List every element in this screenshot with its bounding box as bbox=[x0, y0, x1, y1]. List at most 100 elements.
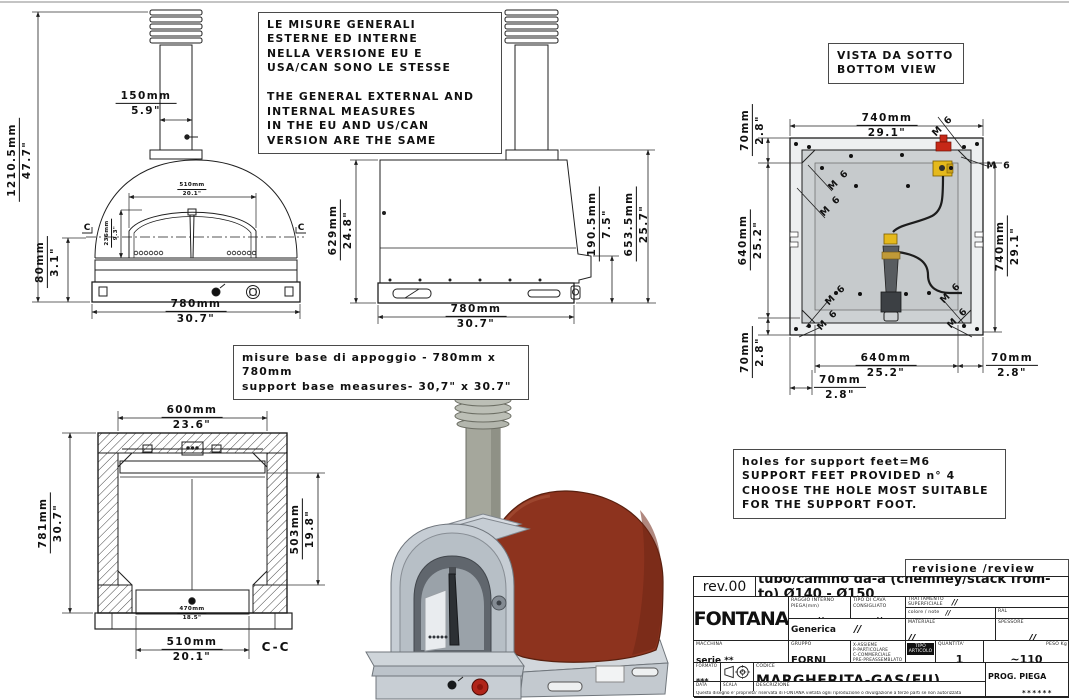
macchina-cell: MACCHINA serie ** bbox=[694, 641, 789, 663]
descrizione-cell: DESCRIZIONE MODELLO 6050-1 bbox=[754, 682, 986, 698]
dim-front-door-width: 510mm 20.1" bbox=[177, 182, 207, 198]
revision-cell: rev.00 bbox=[694, 577, 756, 597]
cava-value: // bbox=[874, 616, 881, 618]
data-label: DATA bbox=[696, 682, 708, 687]
dim-value-inch: 25.2" bbox=[866, 367, 906, 379]
dim-value-inch: 29.1" bbox=[1009, 226, 1021, 266]
data-value: *** bbox=[696, 696, 709, 697]
assieme-cell: X-ASSIEME P-PARTICOLARE C-COMMERCIALE PR… bbox=[851, 641, 906, 663]
generica-cell: Generica // bbox=[789, 619, 906, 641]
quantita-label: QUANTITA' bbox=[938, 642, 965, 647]
dim-value-inch: 23.6" bbox=[172, 419, 212, 431]
support-base-note: misure base di appoggio - 780mm x 780mm … bbox=[233, 345, 529, 401]
section-marker-left: C bbox=[83, 223, 91, 233]
descrizione-value: MODELLO 6050-1 bbox=[756, 696, 853, 698]
dim-section-left-height: 781mm 30.7" bbox=[36, 492, 65, 554]
dim-value-mm: 70mm bbox=[738, 325, 753, 379]
dim-value-inch: 18.5" bbox=[182, 615, 202, 621]
dim-side-depth: 780mm 30.7" bbox=[445, 303, 507, 331]
projection-cell bbox=[721, 663, 754, 682]
section-marker-right: C bbox=[297, 223, 305, 233]
cava-cell: TIPO DI CAVA CONSIGLIATO // bbox=[851, 597, 906, 619]
peso-label: PESO Kg bbox=[1046, 642, 1067, 647]
gruppo-cell: GRUPPO FORNI bbox=[789, 641, 851, 663]
dim-value-mm: 629mm bbox=[326, 199, 341, 261]
bottom-view-title: VISTA DA SOTTO BOTTOM VIEW bbox=[828, 43, 964, 84]
materiale-cell: MATERIALE // bbox=[906, 619, 996, 641]
dim-bottom-left-height: 640mm 25.2" bbox=[736, 209, 765, 271]
title-block: rev.00 tubo/camino da-a (chemney/stack f… bbox=[693, 576, 1069, 698]
dim-value-mm: 780mm bbox=[165, 298, 227, 312]
dim-bottom-br-margin: 70mm 2.8" bbox=[985, 352, 1039, 380]
dim-front-door-height: 236mm 9.3" bbox=[104, 218, 120, 248]
bottom-view-drawing bbox=[758, 116, 1002, 395]
dim-bottom-top-width: 740mm 29.1" bbox=[856, 112, 918, 140]
colore-label: colore / note bbox=[908, 610, 940, 616]
dim-value-mm: 510mm bbox=[161, 636, 223, 650]
formato-cell: FORMATO *** bbox=[694, 663, 721, 682]
dim-bottom-offset: 70mm 2.8" bbox=[813, 374, 867, 402]
scala-value: 1:1 bbox=[723, 696, 739, 697]
materiale-value: // bbox=[908, 632, 916, 641]
dim-value-mm: 510mm bbox=[177, 182, 207, 190]
dim-value-mm: 780mm bbox=[445, 303, 507, 317]
section-view-drawing bbox=[62, 411, 325, 659]
colore-value: // bbox=[945, 609, 951, 617]
dim-value-inch: 5.9" bbox=[131, 105, 161, 117]
generica-value: // bbox=[853, 624, 862, 635]
dim-value-inch: 30.7" bbox=[456, 318, 496, 330]
m6-label-right: M 6 bbox=[986, 160, 1012, 172]
dim-front-total-height: 1210.5mm 47.7" bbox=[5, 118, 34, 202]
raggio-cell: RAGGIO INTERNO PIEGA(mm) // bbox=[789, 597, 851, 619]
oven-3d-render bbox=[365, 386, 669, 700]
generica-label: Generica bbox=[791, 624, 836, 635]
dim-value-mm: 70mm bbox=[813, 374, 867, 388]
side-view-drawing bbox=[350, 9, 656, 324]
tipo-articolo-cell: TIPO ARTICOLO bbox=[906, 641, 936, 663]
scala-label: SCALA bbox=[723, 682, 738, 687]
logo-text: FONTANA bbox=[694, 607, 789, 630]
dim-value-inch: 30.7" bbox=[176, 313, 216, 325]
dim-bottom-bl-margin: 70mm 2.8" bbox=[738, 325, 767, 379]
front-view-drawing bbox=[32, 9, 306, 319]
dim-value-inch: 25.7" bbox=[638, 204, 650, 244]
descrizione-label: DESCRIZIONE bbox=[756, 683, 790, 688]
dim-section-right-height: 503mm 19.8" bbox=[288, 498, 317, 560]
spessore-value: // bbox=[1028, 632, 1037, 641]
gruppo-value: FORNI bbox=[791, 654, 827, 663]
scala-cell: SCALA 1:1 bbox=[721, 682, 754, 698]
prog-piega-label: PROG. PIEGA bbox=[988, 672, 1047, 681]
macchina-label: MACCHINA bbox=[696, 642, 723, 647]
dim-bottom-top-margin: 70mm 2.8" bbox=[738, 103, 767, 157]
support-feet-note: holes for support feet=M6 SUPPORT FEET P… bbox=[733, 449, 1006, 519]
dim-value-inch: 19.8" bbox=[304, 509, 316, 549]
formato-value: *** bbox=[696, 676, 709, 682]
tipo-articolo-label: TIPO ARTICOLO bbox=[907, 643, 934, 655]
gruppo-label: GRUPPO bbox=[791, 642, 812, 647]
dim-value-inch: 3.1" bbox=[49, 247, 61, 277]
dim-front-width: 780mm 30.7" bbox=[165, 298, 227, 326]
dim-value-inch: 2.8" bbox=[754, 337, 766, 367]
dim-bottom-right-height: 740mm 29.1" bbox=[993, 215, 1022, 277]
dim-value-inch: 24.8" bbox=[342, 210, 354, 250]
quantita-cell: QUANTITA' 1 bbox=[936, 641, 984, 663]
spessore-label: SPESSORE bbox=[998, 620, 1024, 625]
dim-value-inch: 47.7" bbox=[21, 140, 33, 180]
ral-label: RAL bbox=[998, 609, 1008, 614]
dim-value-mm: 740mm bbox=[993, 215, 1008, 277]
dim-value-mm: 150mm bbox=[115, 90, 177, 104]
projection-symbol-icon bbox=[724, 665, 751, 679]
dim-value-inch: 9.3" bbox=[113, 225, 119, 241]
dim-value-inch: 29.1" bbox=[867, 127, 907, 139]
formato-label: FORMATO bbox=[696, 663, 718, 668]
dim-value-mm: 1210.5mm bbox=[5, 118, 20, 202]
dim-section-top-width: 600mm 23.6" bbox=[161, 404, 223, 432]
dim-value-inch: 25.2" bbox=[752, 220, 764, 260]
dim-value-mm: 70mm bbox=[985, 352, 1039, 366]
macchina-value: serie ** bbox=[696, 655, 734, 663]
stars-text: ****** bbox=[1022, 689, 1053, 697]
trattamento-cell: TRATTAMENTO SUPERFICIALE // bbox=[906, 597, 1069, 608]
colore-cell: colore / note // bbox=[906, 608, 996, 619]
section-label: C-C bbox=[261, 640, 291, 654]
